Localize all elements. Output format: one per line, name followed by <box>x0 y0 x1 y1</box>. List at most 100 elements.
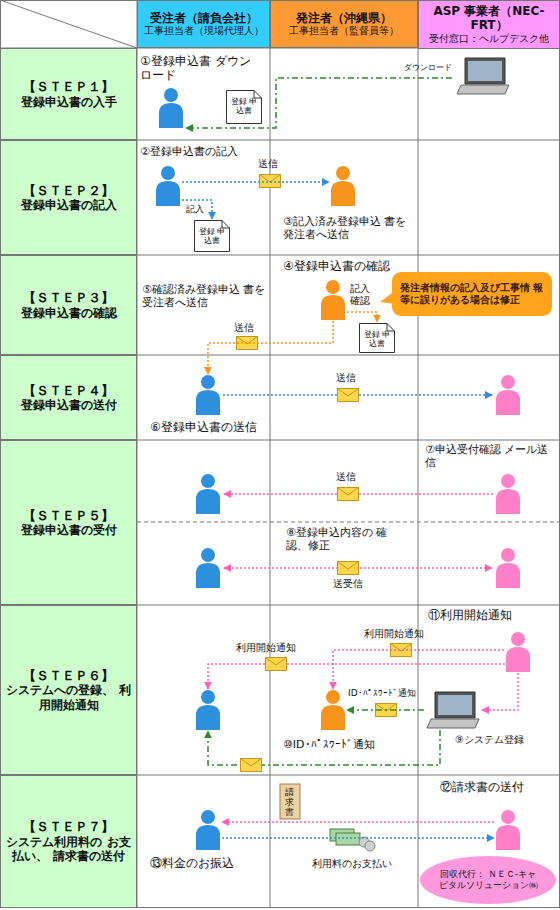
envelope-icons <box>338 389 359 402</box>
node-text: 【ＳＴＥＰ６】 <box>23 668 114 684</box>
column-header: ASP 事業者（NEC-FRT）受付窓口：ヘルプデスク他 <box>418 0 560 49</box>
node-text: ⑫請求書の送付 <box>440 780 550 794</box>
person-icons <box>496 375 520 415</box>
node-text: ⑥登録申込書の送信 <box>150 420 270 434</box>
note-label: 利用開始通知 <box>236 642 314 654</box>
node-text: 登録申込書の確認 <box>21 306 117 320</box>
node-text: 登録申込書の入手 <box>21 95 117 109</box>
node-text: 受注者（請負会社） <box>150 11 258 25</box>
edge-label: 記入 <box>186 204 210 215</box>
step-cell: 【ＳＴＥＰ１】登録申込書の入手 <box>0 48 137 140</box>
person-icon <box>495 810 521 850</box>
invoice-paper <box>280 784 300 819</box>
step-cell: 【ＳＴＥＰ７】システム利用料の お支払い、 請求書の送付 <box>0 775 137 908</box>
flow-arrow <box>222 837 494 839</box>
note-callout: 発注者情報の記入及び工事情 報等に誤りがある場合は修正 <box>392 272 552 316</box>
node-text: 登録 申込書 <box>196 227 228 245</box>
person-icon <box>321 690 345 730</box>
edge-label: 利用料のお支払い <box>312 858 404 870</box>
person-icon <box>331 166 355 206</box>
grid <box>137 0 418 908</box>
document-icon: 登録 申込書 <box>359 323 395 353</box>
flow-arrow <box>222 821 494 823</box>
node-text: ⑩ID・ﾊﾟｽﾜｰﾄﾞ通知 <box>283 738 418 751</box>
node-text: ③記入済み登録申込 書を発注者へ送信 <box>283 215 413 241</box>
edge-label: 送信 <box>258 158 284 170</box>
laptop-icon <box>425 690 481 730</box>
note-label: 送受信 <box>333 578 369 590</box>
laptop-icon <box>427 692 479 728</box>
person-icon <box>506 632 530 672</box>
envelope-icons <box>391 644 412 657</box>
person-node: ②登録申込書の記入 <box>155 166 181 206</box>
ellipse-shape <box>420 856 556 904</box>
column-header: 受注者（請負会社）工事担当者（現場代理人） <box>137 0 270 48</box>
person-icon <box>195 810 221 850</box>
envelope-icons <box>266 658 287 671</box>
envelope-icons <box>338 488 359 501</box>
person-icon <box>496 810 520 850</box>
flow-arrow <box>182 200 212 219</box>
person-node: ⑦申込受付確認 メール送信 <box>495 474 521 514</box>
person-node: ④登録申込書の確認 <box>320 280 346 320</box>
note-label: 送信 <box>336 471 362 483</box>
person-icon <box>505 632 531 672</box>
edge-label: 記入 確認 <box>350 283 372 307</box>
step-cell: 【ＳＴＥＰ３】登録申込書の確認 <box>0 255 137 355</box>
node-text: ①登録申込書 ダウンロード <box>140 54 260 83</box>
flow-arrow <box>347 312 377 322</box>
node-text: 【ＳＴＥＰ７】 <box>23 819 114 835</box>
node-text: システムへの登録、 利用開始通知 <box>5 683 132 712</box>
money-icon <box>336 833 360 845</box>
person-node: ⑬料金のお振込 <box>195 810 221 850</box>
document-shape <box>222 221 230 229</box>
note-label: 送信 <box>336 372 362 384</box>
node-text: ②登録申込書の記入 <box>140 145 252 158</box>
person-icon <box>496 474 520 514</box>
person-icons <box>196 548 220 588</box>
node-text: 工事担当者（監督員等） <box>289 25 399 37</box>
document-shape <box>387 324 395 332</box>
document-shape <box>360 324 395 353</box>
grid <box>0 48 560 775</box>
step-cell: 【ＳＴＥＰ２】登録申込書の記入 <box>0 140 137 255</box>
node-text: ④登録申込書の確認 <box>283 259 413 273</box>
flow-arrow <box>208 321 333 374</box>
node-text: 【ＳＴＥＰ１】 <box>23 79 114 95</box>
money-icon <box>330 829 375 851</box>
node-text: 登録 申込書 <box>228 97 260 115</box>
node-text: 登録申込書の送付 <box>21 398 117 412</box>
node-text: 【ＳＴＥＰ２】 <box>23 183 114 199</box>
person-node: ⑥登録申込書の送信 <box>195 375 221 415</box>
envelope-icons <box>241 759 262 772</box>
person-icon <box>156 166 180 206</box>
note-label: ダウンロード <box>404 63 454 73</box>
grid <box>0 0 137 48</box>
person-icon <box>320 690 346 730</box>
person-icon <box>320 280 346 320</box>
flow-lines <box>208 664 505 689</box>
person-icons <box>196 690 220 730</box>
envelope-icons <box>260 175 281 188</box>
flow-arrow <box>182 181 329 183</box>
person-node: ⑩ID・ﾊﾟｽﾜｰﾄﾞ通知 <box>320 690 346 730</box>
person-icons <box>196 474 220 514</box>
person-icons <box>496 548 520 588</box>
edge-label: ID・ﾊﾟｽﾜｰﾄﾞ通知 <box>348 688 424 699</box>
note-label: ⑧登録申込内容の 確認、修正 <box>286 526 396 552</box>
node-text: 【ＳＴＥＰ５】 <box>23 508 114 524</box>
laptop-icon <box>457 58 509 94</box>
node-text: 発注者（沖縄県） <box>296 11 392 25</box>
person-icon <box>321 280 345 320</box>
person-icon <box>495 474 521 514</box>
flow-arrow <box>347 709 424 711</box>
node-text: 登録申込書の記入 <box>21 198 117 212</box>
step-cell: 【ＳＴＥＰ５】登録申込書の受付 <box>0 440 137 605</box>
document-shape <box>254 91 262 99</box>
node-text: システム利用料の お支払い、 請求書の送付 <box>5 835 132 864</box>
